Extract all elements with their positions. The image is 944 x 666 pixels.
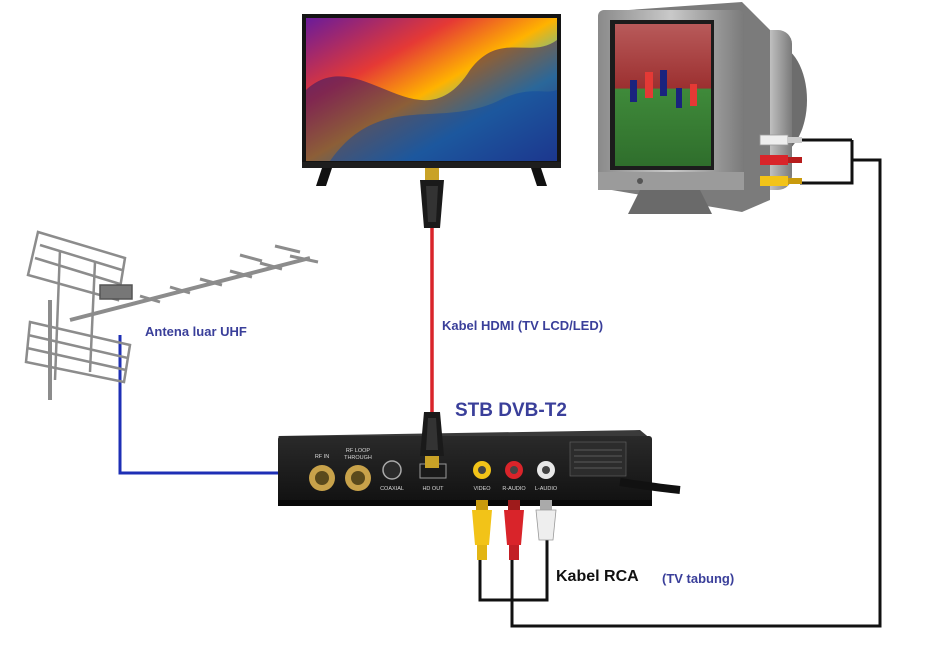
rca-plug-icon <box>759 134 802 186</box>
hdmi-plug-icon <box>420 168 444 228</box>
port-label-coaxial: COAXIAL <box>380 486 404 492</box>
stb-label: STB DVB-T2 <box>455 400 567 421</box>
port-label-rf-loop: RF LOOP <box>346 448 370 454</box>
rca-plug-icon <box>504 500 524 560</box>
rca-plug-icon <box>535 500 557 541</box>
port-label-rf-through: THROUGH <box>344 455 372 461</box>
rca-cable-label: Kabel RCA <box>556 568 639 585</box>
port-label-hd-out: HD OUT <box>422 486 444 492</box>
antenna-icon <box>24 230 319 400</box>
rca-cable <box>478 138 882 628</box>
rca-cable-note: (TV tabung) <box>662 571 735 586</box>
port-label-r-audio: R-AUDIO <box>502 486 526 492</box>
lcd-tv-icon <box>302 14 561 186</box>
antenna-cable <box>118 335 292 475</box>
set-top-box-icon: RF IN RF LOOP THROUGH COAXIAL HD OUT VID… <box>278 430 681 506</box>
antenna-label: Antena luar UHF <box>145 324 247 339</box>
port-label-l-audio: L-AUDIO <box>535 486 558 492</box>
rca-plug-icon <box>472 500 492 560</box>
crt-tv-icon <box>598 2 807 214</box>
hdmi-cable-label: Kabel HDMI (TV LCD/LED) <box>442 318 604 333</box>
port-label-rf-in: RF IN <box>315 454 329 460</box>
hdmi-plug-icon <box>420 412 444 468</box>
port-label-video: VIDEO <box>473 486 491 492</box>
